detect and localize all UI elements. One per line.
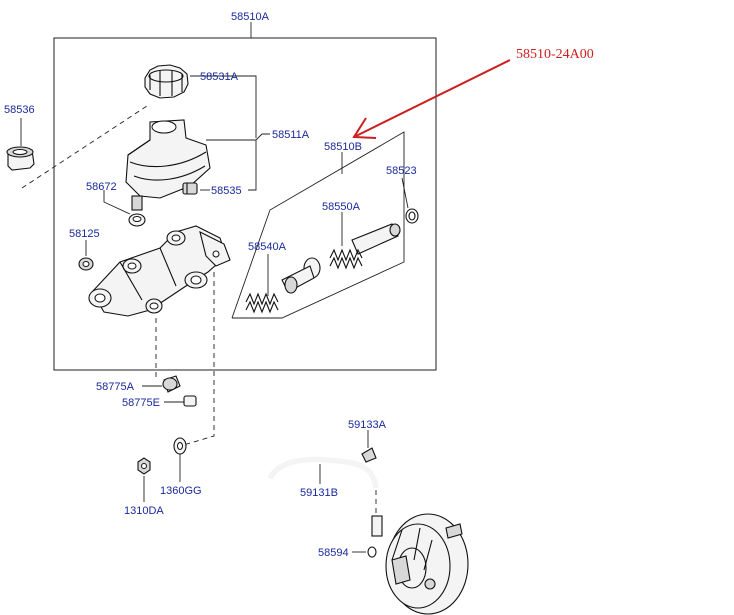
snap-ring-drawing	[405, 208, 419, 224]
vacuum-hose-drawing	[267, 456, 379, 489]
piston-kit-frame	[231, 131, 405, 319]
assembly-frame	[53, 37, 437, 371]
reservoir-cap-drawing	[144, 64, 189, 99]
guide-fittings-right	[179, 272, 215, 447]
label-58523[interactable]: 58523	[386, 165, 417, 177]
label-58531a[interactable]: 58531A	[200, 71, 239, 83]
leader-58535-b	[248, 140, 257, 191]
label-1360gg[interactable]: 1360GG	[160, 485, 202, 497]
label-58540a[interactable]: 58540A	[248, 241, 287, 253]
guide-grommet	[21, 103, 151, 189]
label-58511a[interactable]: 58511A	[272, 129, 310, 141]
label-59133a[interactable]: 59133A	[348, 419, 387, 431]
hose-clip-drawing	[361, 447, 377, 463]
seal-58672-drawing	[128, 213, 146, 227]
label-58775e[interactable]: 58775E	[122, 397, 160, 409]
label-58125[interactable]: 58125	[69, 228, 100, 240]
plug-58125-drawing	[78, 257, 94, 271]
annotation-arrow-shaft	[355, 59, 511, 137]
leader-58531a	[190, 75, 257, 138]
annotation-part-number: 58510-24A00	[516, 47, 594, 62]
label-58536[interactable]: 58536	[4, 104, 35, 116]
label-59131b[interactable]: 59131B	[300, 487, 338, 499]
label-58775a[interactable]: 58775A	[96, 381, 135, 393]
fitting-58775e-drawing	[183, 395, 197, 407]
fitting-58775a-drawing	[162, 375, 181, 393]
leader-58511a	[206, 133, 270, 141]
leader-58672	[103, 190, 131, 215]
label-58510a[interactable]: 58510A	[231, 11, 270, 23]
grommet-drawing	[6, 146, 35, 171]
reservoir-drawing	[125, 119, 211, 211]
primary-piston-drawing	[329, 223, 401, 270]
label-58535[interactable]: 58535	[211, 185, 242, 197]
check-valve-seal-drawing	[367, 546, 377, 558]
reservoir-sensor-drawing	[182, 182, 198, 195]
annotation-arrow-head	[352, 117, 377, 139]
label-58672[interactable]: 58672	[86, 181, 117, 193]
gasket-1360gg-drawing	[173, 437, 187, 455]
secondary-piston-drawing	[245, 257, 321, 314]
label-58510b[interactable]: 58510B	[324, 141, 362, 153]
label-58550a[interactable]: 58550A	[322, 201, 361, 213]
label-1310da[interactable]: 1310DA	[124, 505, 164, 517]
brake-booster-drawing	[371, 490, 469, 615]
leader-58523	[401, 177, 409, 209]
nut-1310da-drawing	[137, 457, 151, 475]
label-58594[interactable]: 58594	[318, 547, 349, 559]
master-cylinder-body-drawing	[88, 225, 231, 317]
